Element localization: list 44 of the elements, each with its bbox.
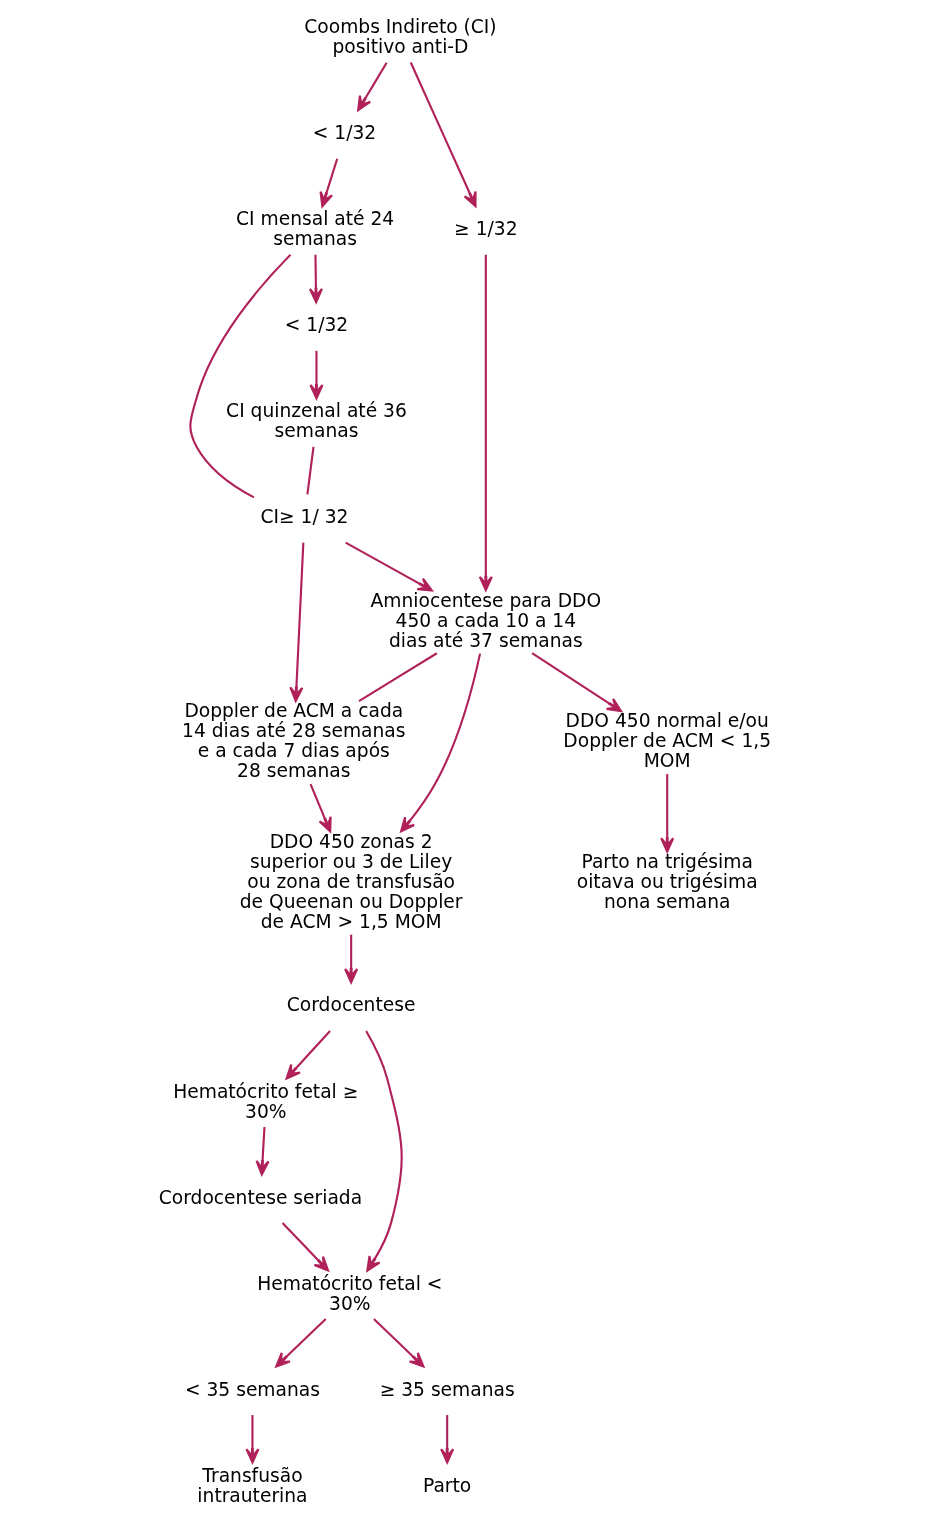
node-text: < 1/32 xyxy=(312,121,376,143)
node-text: DDO 450 normal e/ou Doppler de ACM < 1,5 MOM xyxy=(562,709,771,771)
arrow xyxy=(319,157,338,207)
node-text: Hematócrito fetal < 30% xyxy=(256,1272,442,1314)
arrow xyxy=(356,61,388,111)
node-text: CI mensal até 24 semanas xyxy=(235,207,394,249)
arrow xyxy=(372,1317,424,1368)
arrow xyxy=(439,1414,454,1464)
node-text: CI quinzenal até 36 semanas xyxy=(225,399,407,441)
arrow xyxy=(399,652,481,832)
arrow xyxy=(281,1221,329,1272)
connector xyxy=(305,446,315,494)
connector xyxy=(357,651,437,702)
node-text: Cordocentese seriada xyxy=(158,1186,362,1208)
node-text: Hematócrito fetal ≥ 30% xyxy=(172,1080,358,1122)
node-text: ≥ 35 semanas xyxy=(379,1378,515,1400)
arrow xyxy=(409,61,477,207)
node-text: < 1/32 xyxy=(284,313,348,335)
node-text: Transfusão intrauterina xyxy=(196,1464,308,1506)
arrow xyxy=(659,773,674,853)
arrow xyxy=(254,1126,270,1176)
arrow xyxy=(308,254,323,303)
arrow xyxy=(344,541,433,591)
arrow xyxy=(285,1029,331,1079)
node-text: CI≥ 1/ 32 xyxy=(260,505,348,527)
node-text: DDO 450 zonas 2 superior ou 3 de Liley ou zona de transfusão de Queenan ou Doppler de ACM > 1,5 MOM xyxy=(239,830,462,932)
arrow xyxy=(343,934,358,983)
node-text: < 35 semanas xyxy=(184,1378,320,1400)
node-text: Amniocentese para DDO 450 a cada 10 a 14 dias até 37 semanas xyxy=(370,589,601,651)
node-text: Coombs Indireto (CI) positivo anti-D xyxy=(303,15,497,57)
arrow xyxy=(288,542,304,702)
node-text: Cordocentese xyxy=(286,993,415,1015)
node-text: Doppler de ACM a cada 14 dias até 28 semanas e a cada 7 dias após 28 semanas xyxy=(181,699,405,781)
arrow xyxy=(244,1414,259,1464)
connector xyxy=(188,253,291,498)
arrow xyxy=(308,350,324,399)
node-text: ≥ 1/32 xyxy=(453,217,518,239)
arrow xyxy=(478,254,493,591)
node-text: Parto xyxy=(422,1474,471,1496)
arrow xyxy=(364,1030,403,1272)
arrow xyxy=(531,651,622,712)
arrow xyxy=(309,783,332,832)
arrow xyxy=(274,1317,326,1368)
node-text: Parto na trigésima oitava ou trigésima nona semana xyxy=(576,850,758,912)
